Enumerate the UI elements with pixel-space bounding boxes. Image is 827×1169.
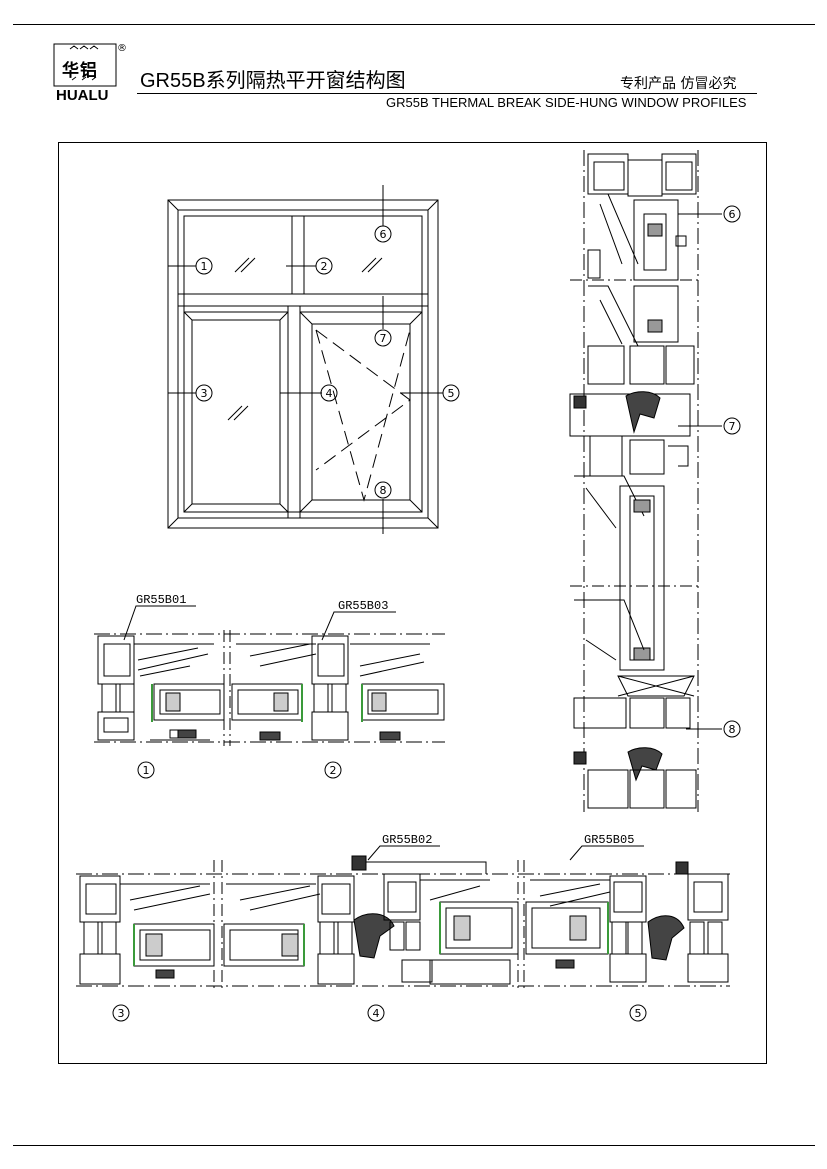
callout-circles: [112, 205, 741, 1022]
callout-1: 1: [201, 260, 208, 273]
section-1-2: [94, 605, 445, 746]
section-callout-3: 3: [118, 1007, 125, 1020]
callout-2: 2: [321, 260, 328, 273]
window-elevation: [167, 185, 443, 534]
profile-label-b01: GR55B01: [136, 593, 186, 607]
section-callout-4: 4: [373, 1007, 380, 1020]
page-subtitle: GR55B THERMAL BREAK SIDE-HUNG WINDOW PRO…: [386, 95, 747, 110]
profile-label-b02: GR55B02: [382, 833, 432, 847]
top-rule: [13, 24, 815, 25]
callout-8: 8: [380, 484, 387, 497]
page-title: GR55B系列隔热平开窗结构图: [140, 70, 406, 92]
patent-notice: 专利产品 仿冒必究: [620, 76, 737, 92]
title-underline: [137, 93, 757, 94]
logo-english: HUALU: [56, 87, 109, 104]
registered-mark: ®: [117, 43, 127, 54]
section-callout-2: 2: [330, 764, 337, 777]
logo-chinese: 华铝: [62, 61, 98, 81]
bottom-rule: [13, 1145, 815, 1146]
drawing-frame: [58, 142, 767, 1064]
horizontal-section: [76, 845, 730, 990]
section-callout-1: 1: [143, 764, 150, 777]
profile-label-b03: GR55B03: [338, 599, 388, 613]
callout-4: 4: [326, 387, 333, 400]
callout-6: 6: [380, 228, 387, 241]
profile-label-b05: GR55B05: [584, 833, 634, 847]
callout-3: 3: [201, 387, 208, 400]
section-callout-7: 7: [729, 420, 736, 433]
callout-5: 5: [448, 387, 455, 400]
section-callout-5: 5: [635, 1007, 642, 1020]
section-callout-8: 8: [729, 723, 736, 736]
vertical-section: [569, 150, 722, 812]
callout-7: 7: [380, 332, 387, 345]
section-callout-6: 6: [729, 208, 736, 221]
